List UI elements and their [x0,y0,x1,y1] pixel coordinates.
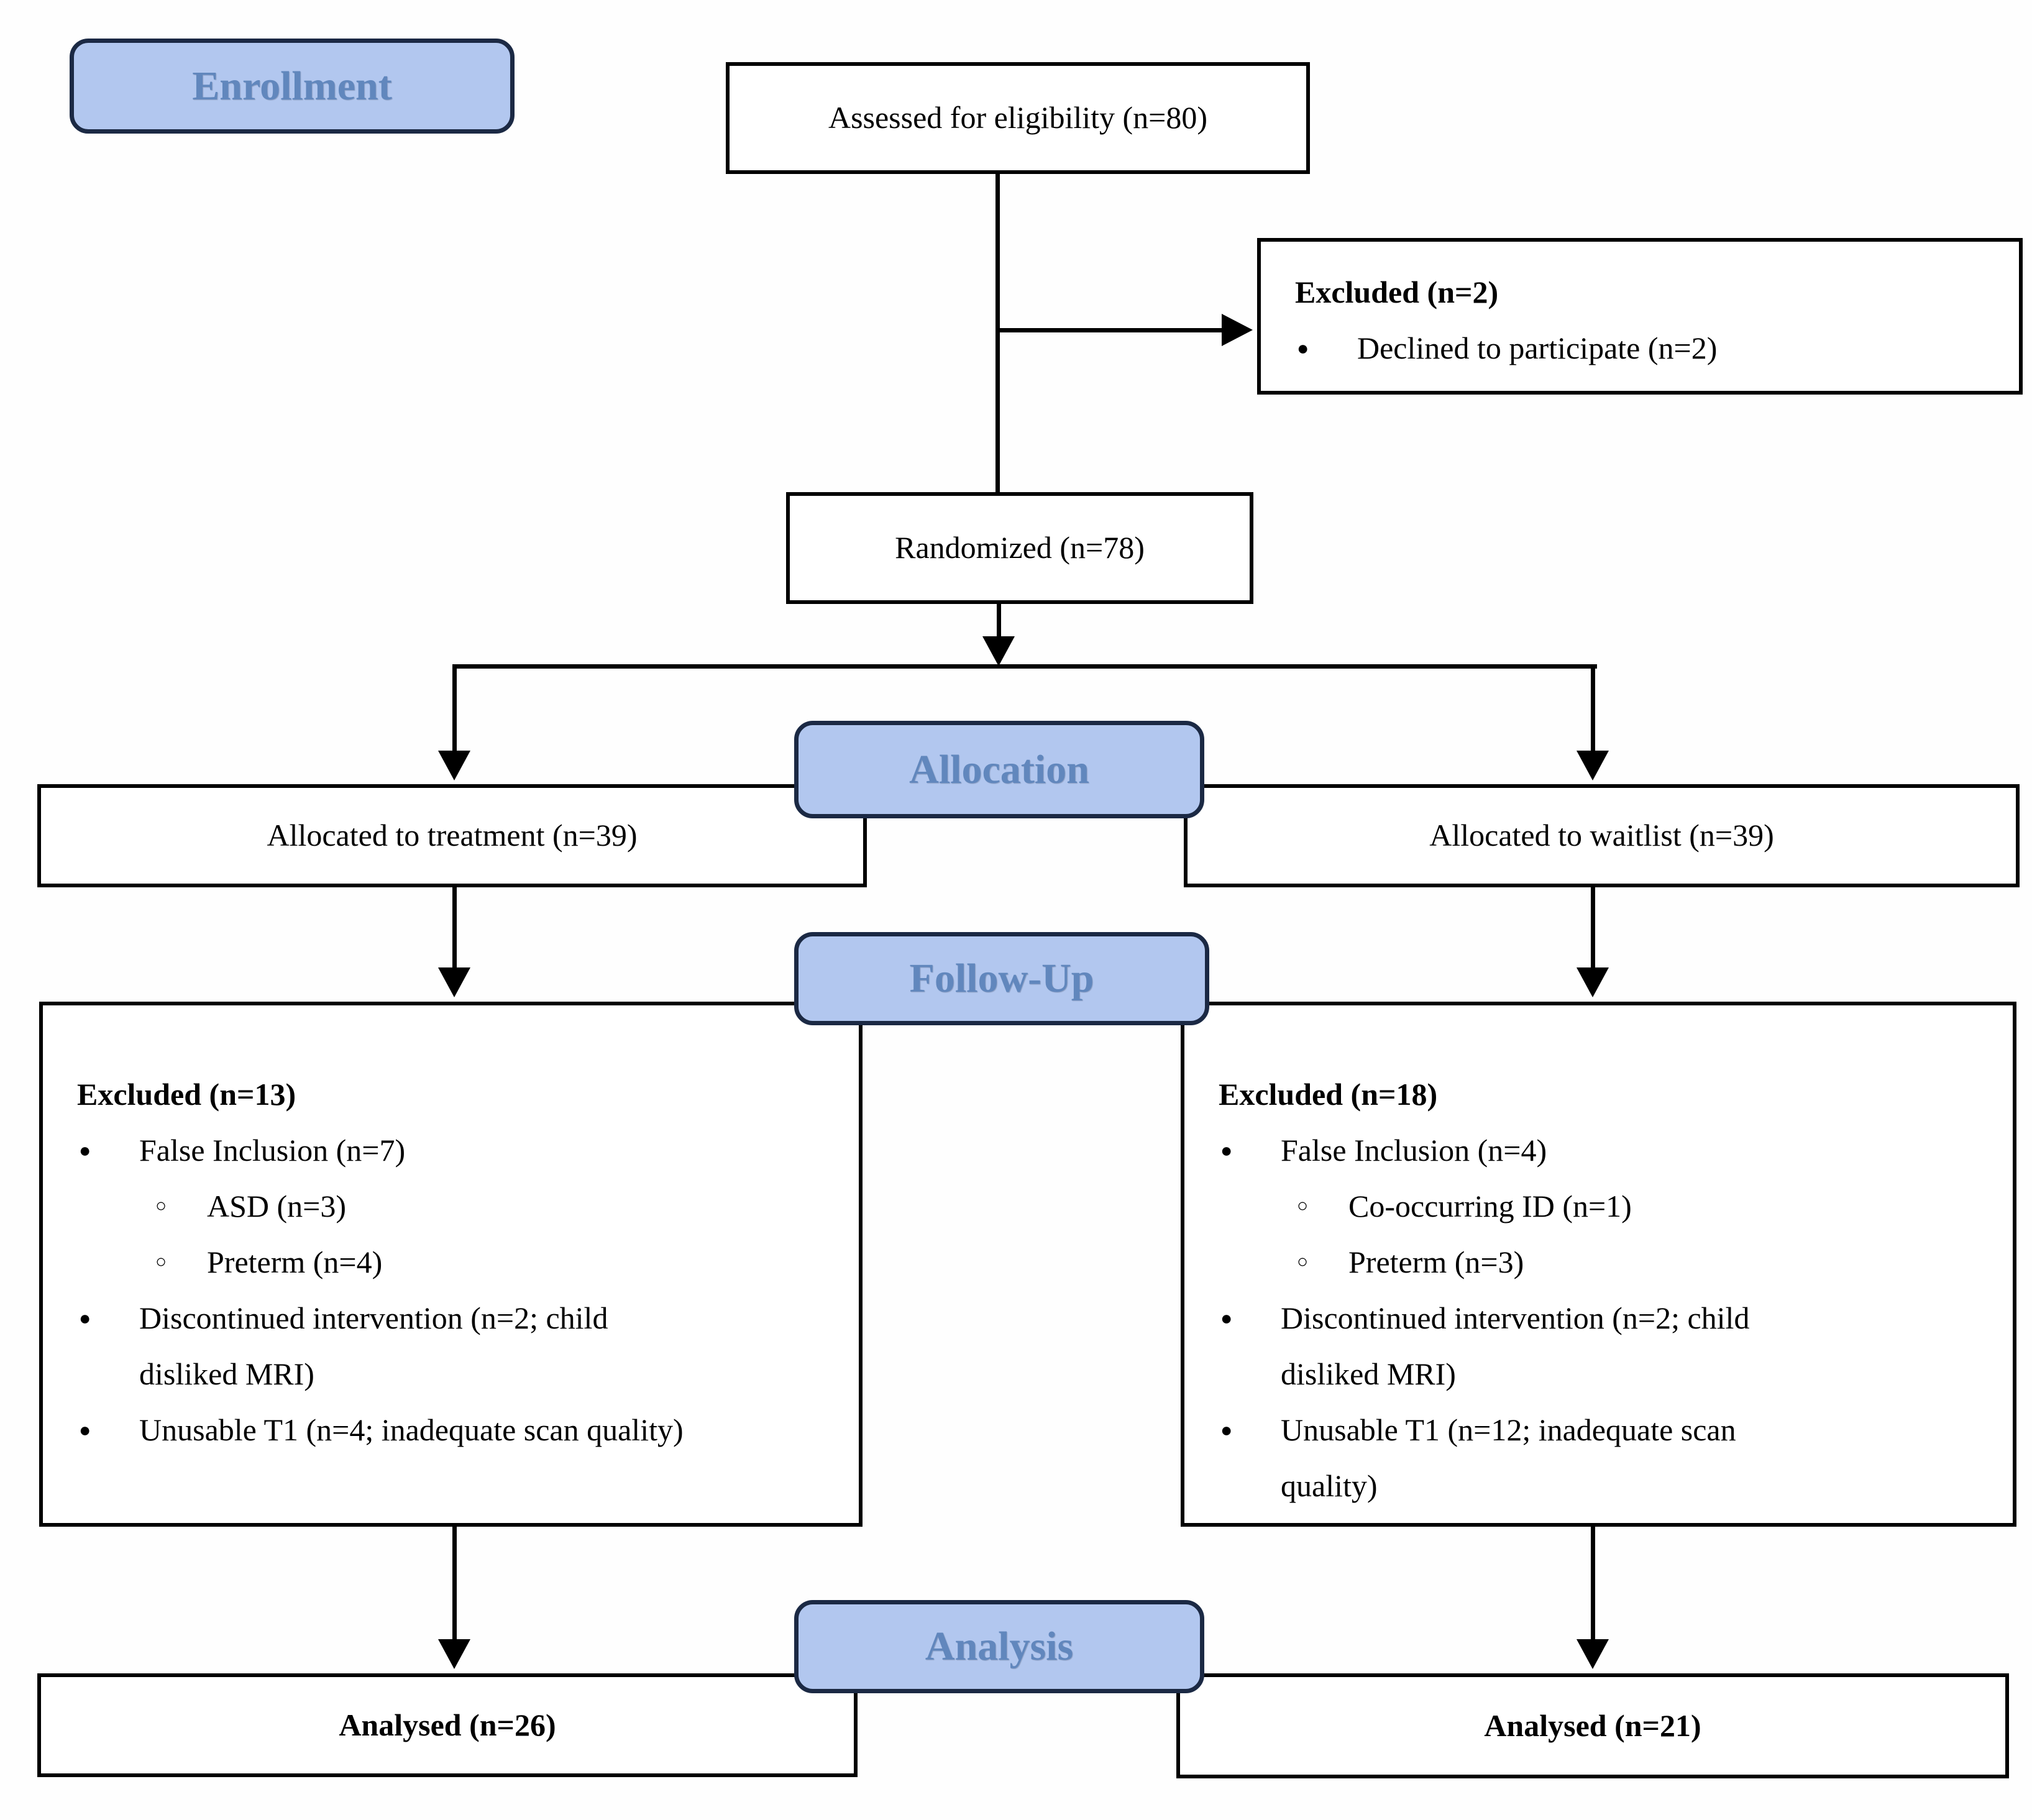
list-item: ● Unusable T1 (n=12; inadequate scan qua… [1184,1402,2013,1514]
box-analysed-treatment: Analysed (n=26) [37,1673,858,1777]
allocated-treatment-text: Allocated to treatment (n=39) [267,818,638,853]
bullet-icon: ● [79,1307,91,1329]
box-allocated-treatment: Allocated to treatment (n=39) [37,784,867,887]
excluded-followup-left-heading: Excluded (n=13) [77,1077,296,1112]
arrowhead-analysis-right-icon [1577,1639,1609,1669]
connector-followup-left-down [452,1527,457,1641]
bullet-icon: ● [79,1419,91,1441]
followup-right-subitem: Co-occurring ID (n=1) [1348,1189,1632,1223]
circle-bullet-icon: ○ [155,1196,167,1216]
stage-badge-enrollment: Enrollment [70,39,515,134]
bullet-icon: ● [79,1139,91,1161]
stage-badge-analysis: Analysis [794,1600,1204,1693]
analysed-treatment-text: Analysed (n=26) [339,1707,556,1742]
allocated-waitlist-text: Allocated to waitlist (n=39) [1429,818,1774,853]
connector-split-bar [452,664,1597,669]
arrowhead-followup-right-icon [1577,967,1609,997]
connector-drop-right [1591,664,1595,752]
list-item: ○ Preterm (n=3) [1184,1234,2013,1290]
stage-badge-followup: Follow-Up [794,932,1209,1025]
box-allocated-waitlist: Allocated to waitlist (n=39) [1184,784,2020,887]
list-item: ○ Co-occurring ID (n=1) [1184,1178,2013,1234]
circle-bullet-icon: ○ [155,1251,167,1272]
randomized-text: Randomized (n=78) [895,530,1145,565]
circle-bullet-icon: ○ [1297,1251,1309,1272]
box-excluded-followup-treatment: Excluded (n=13) ● False Inclusion (n=7) … [39,1002,863,1527]
bullet-icon: ● [1220,1419,1233,1441]
box-excluded-enrollment: Excluded (n=2) ● Declined to participate… [1257,238,2023,395]
list-item: ● Unusable T1 (n=4; inadequate scan qual… [43,1402,859,1458]
box-assessed-for-eligibility: Assessed for eligibility (n=80) [726,62,1310,174]
followup-right-item: Unusable T1 (n=12; inadequate scan quali… [1281,1412,1736,1503]
bullet-icon: ● [1220,1307,1233,1329]
excluded-enrollment-item: Declined to participate (n=2) [1357,331,1718,365]
circle-bullet-icon: ○ [1297,1196,1309,1216]
followup-right-item: Discontinued intervention (n=2; child di… [1281,1301,1750,1391]
stage-badge-allocation: Allocation [794,721,1204,818]
connector-assessed-to-randomized [995,173,1000,492]
list-item: ○ ASD (n=3) [43,1178,859,1234]
stage-label-analysis: Analysis [925,1624,1074,1669]
excluded-followup-right-heading: Excluded (n=18) [1219,1077,1438,1112]
stage-label-followup: Follow-Up [909,956,1094,1001]
followup-left-subitem: ASD (n=3) [207,1189,347,1223]
box-excluded-followup-waitlist: Excluded (n=18) ● False Inclusion (n=4) … [1181,1002,2016,1527]
connector-followup-right-down [1591,1527,1595,1641]
list-item: ● Discontinued intervention (n=2; child … [43,1290,859,1402]
connector-branch-to-excluded [995,328,1227,332]
list-item: ● False Inclusion (n=7) [43,1122,859,1178]
followup-right-item: False Inclusion (n=4) [1281,1133,1547,1168]
followup-left-item: Unusable T1 (n=4; inadequate scan qualit… [139,1412,684,1447]
arrowhead-analysis-left-icon [438,1639,470,1669]
followup-left-item: False Inclusion (n=7) [139,1133,406,1168]
connector-drop-left [452,664,457,752]
arrowhead-excluded-icon [1222,314,1253,346]
list-item: ● Discontinued intervention (n=2; child … [1184,1290,2013,1402]
connector-randomized-down [997,604,1001,639]
bullet-icon: ● [1220,1139,1233,1161]
stage-label-enrollment: Enrollment [192,63,392,109]
connector-alloc-left-down [452,887,457,969]
list-item: ● False Inclusion (n=4) [1184,1122,2013,1178]
followup-left-item: Discontinued intervention (n=2; child di… [139,1301,608,1391]
box-randomized: Randomized (n=78) [786,492,1253,604]
list-item: ○ Preterm (n=4) [43,1234,859,1290]
arrowhead-alloc-left-icon [438,751,470,780]
bullet-icon: ● [1297,337,1309,359]
excluded-enrollment-heading: Excluded (n=2) [1295,275,1499,309]
connector-alloc-right-down [1591,887,1595,969]
stage-label-allocation: Allocation [909,746,1089,792]
box-analysed-waitlist: Analysed (n=21) [1176,1673,2009,1778]
followup-right-subitem: Preterm (n=3) [1348,1245,1524,1279]
arrowhead-split-icon [982,636,1015,666]
list-item: ● Declined to participate (n=2) [1261,320,2019,376]
analysed-waitlist-text: Analysed (n=21) [1484,1708,1701,1743]
arrowhead-alloc-right-icon [1577,751,1609,780]
arrowhead-followup-left-icon [438,967,470,997]
followup-left-subitem: Preterm (n=4) [207,1245,383,1279]
assessed-text: Assessed for eligibility (n=80) [828,100,1208,135]
